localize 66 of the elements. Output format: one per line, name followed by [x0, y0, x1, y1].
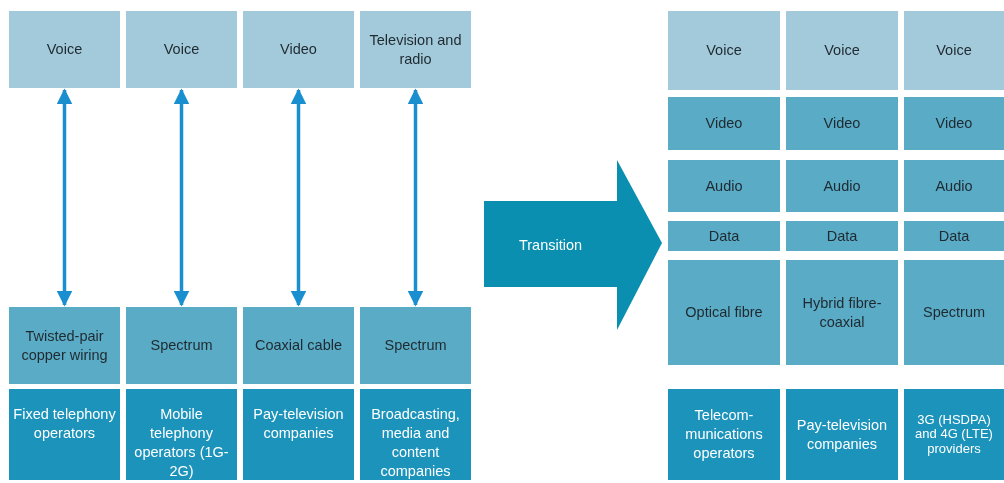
box-label: Video	[822, 114, 862, 133]
category-box	[786, 221, 898, 251]
category-box	[668, 160, 780, 212]
category-box	[668, 389, 780, 480]
box-label: 3G (HSDPA) and 4G (LTE) providers	[914, 412, 994, 457]
box-label: Voice	[45, 40, 84, 59]
box-label: Spectrum	[383, 336, 448, 355]
box-label: Twisted-pair copper wiring	[20, 326, 109, 365]
box-label: Telecom-munications operators	[684, 406, 764, 463]
category-box	[360, 389, 471, 480]
box-label: Broadcasting, media and content companies	[370, 405, 461, 481]
category-box	[904, 11, 1004, 90]
category-box	[786, 160, 898, 212]
category-box	[786, 97, 898, 150]
category-box	[668, 97, 780, 150]
box-label: Video	[704, 114, 744, 133]
double-arrow	[407, 88, 424, 307]
category-box	[668, 11, 780, 90]
category-box	[9, 307, 120, 384]
box-label: Video	[279, 40, 318, 59]
category-box	[668, 221, 780, 251]
category-box	[904, 389, 1004, 480]
box-label: Pay-television companies	[795, 415, 889, 454]
box-label: Voice	[935, 41, 973, 60]
box-label: Mobile telephony operators (1G-2G)	[133, 405, 230, 481]
box-label: Hybrid fibre-coaxial	[801, 293, 883, 332]
box-label: Fixed telephony operators	[12, 405, 117, 443]
box-label: Voice	[705, 41, 743, 60]
category-box	[360, 11, 471, 88]
category-box	[904, 221, 1004, 251]
double-arrow	[56, 88, 73, 307]
box-label: Audio	[822, 176, 862, 196]
box-label: Video	[934, 114, 974, 133]
box-label: Voice	[823, 41, 861, 60]
category-box	[360, 307, 471, 384]
box-label: Optical fibre	[684, 303, 764, 322]
box-label: Pay-television companies	[252, 405, 345, 443]
double-arrow	[290, 88, 307, 307]
box-label: Audio	[934, 176, 974, 196]
category-box	[904, 97, 1004, 150]
box-label: Spectrum	[921, 303, 987, 322]
category-box	[786, 389, 898, 480]
category-box	[126, 11, 237, 88]
category-box	[243, 307, 354, 384]
box-label: Transition	[517, 235, 584, 255]
box-label: Data	[825, 226, 859, 246]
category-box	[904, 160, 1004, 212]
category-box	[9, 389, 120, 480]
box-label: Spectrum	[149, 336, 214, 355]
category-box	[243, 11, 354, 88]
category-box	[9, 11, 120, 88]
category-box	[243, 389, 354, 480]
box-label: Audio	[704, 176, 744, 196]
box-label: Television and radio	[368, 30, 463, 69]
transition-arrow	[484, 160, 662, 330]
category-box	[126, 307, 237, 384]
category-box	[786, 260, 898, 365]
box-label: Data	[937, 226, 971, 246]
category-box	[126, 389, 237, 480]
box-label: Data	[707, 226, 741, 246]
category-box	[904, 260, 1004, 365]
category-box	[786, 11, 898, 90]
category-box	[668, 260, 780, 365]
box-label: Coaxial cable	[253, 336, 344, 355]
double-arrow	[173, 88, 190, 307]
box-label: Voice	[162, 40, 201, 59]
